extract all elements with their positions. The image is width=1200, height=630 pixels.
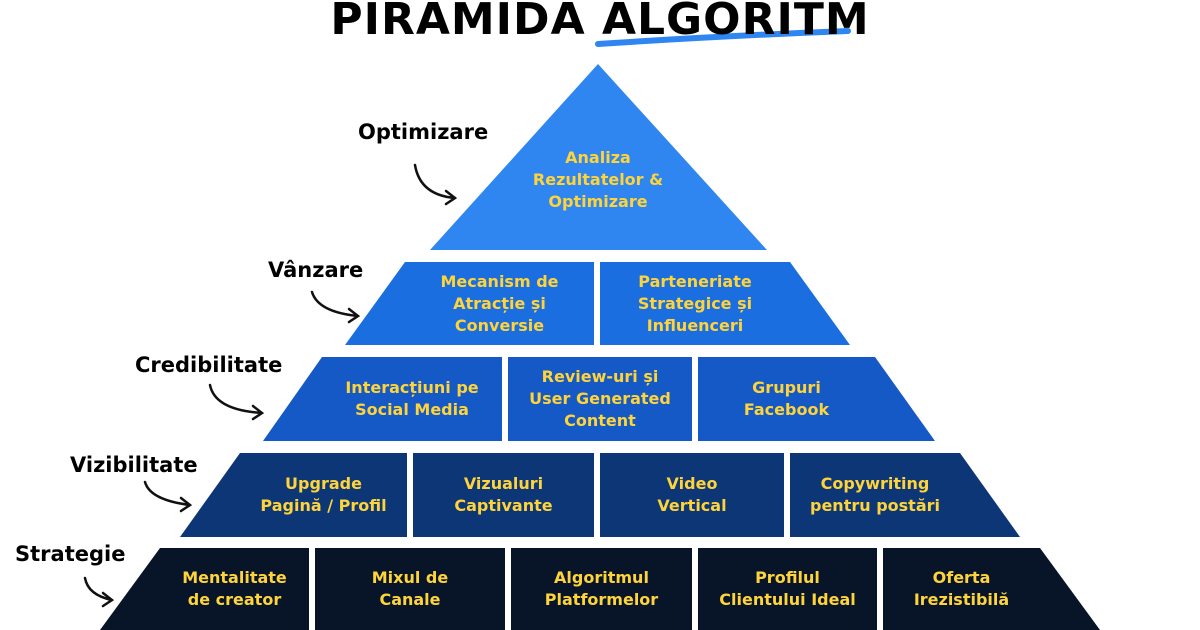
pyramid-cell-shape bbox=[883, 548, 1100, 630]
tier-label: Credibilitate bbox=[135, 353, 283, 377]
pyramid-cell-shape bbox=[600, 262, 850, 345]
pyramid-cell-text: Analiza Rezultatelor & Optimizare bbox=[532, 148, 664, 211]
pyramid-cell-text: Vizualuri Captivante bbox=[454, 474, 553, 515]
pyramid-cell-shape bbox=[508, 357, 692, 441]
pyramid-cell-shape bbox=[600, 453, 784, 537]
title-underline bbox=[595, 28, 851, 47]
tier-label: Strategie bbox=[15, 542, 126, 566]
title-part-2: ALGORITM bbox=[601, 0, 870, 45]
pyramid-cell-shape bbox=[315, 548, 505, 630]
pyramid-cell-shape bbox=[430, 64, 767, 250]
pyramid-cell-shape bbox=[180, 453, 407, 537]
pyramid-cell-shape bbox=[511, 548, 692, 630]
curved-arrow-icon bbox=[413, 163, 458, 206]
pyramid-cell-text: Upgrade Pagină / Profil bbox=[260, 474, 387, 515]
pyramid-cell-shape bbox=[345, 262, 594, 345]
tier-label: Optimizare bbox=[358, 120, 489, 144]
title-part-1: PIRAMIDA bbox=[330, 0, 586, 45]
pyramid-cell-text: Mecanism de Atracție și Conversie bbox=[440, 271, 559, 335]
curved-arrow-icon bbox=[310, 290, 361, 324]
pyramid-cell-text: Oferta Irezistibilă bbox=[913, 568, 1010, 609]
pyramid-cell-shape bbox=[413, 453, 594, 537]
pyramid-cell-shape bbox=[100, 548, 309, 630]
pyramid-cell-text: Algoritmul Platformelor bbox=[544, 568, 659, 609]
pyramid-cell-shape bbox=[698, 548, 877, 630]
pyramid-cell-text: Video Vertical bbox=[657, 474, 727, 515]
curved-arrow-icon bbox=[83, 576, 115, 608]
pyramid-cell-shape bbox=[263, 357, 502, 441]
pyramid-cell-text: Grupuri Facebook bbox=[743, 378, 830, 419]
tier-label: Vizibilitate bbox=[70, 453, 198, 477]
pyramid-cell-text: Profilul Clientului Ideal bbox=[719, 568, 856, 609]
curved-arrow-icon bbox=[208, 383, 265, 421]
pyramid-cell-shape bbox=[698, 357, 935, 441]
pyramid-cell-text: Review-uri și User Generated Content bbox=[529, 367, 671, 430]
pyramid-cell-text: Parteneriate Strategice și Influenceri bbox=[637, 271, 753, 335]
pyramid-cell-text: Copywriting pentru postări bbox=[810, 474, 940, 515]
pyramid-cell-shape bbox=[790, 453, 1020, 537]
page-title: PIRAMIDA ALGORITM bbox=[0, 0, 1200, 45]
pyramid-cell-text: Mixul de Canale bbox=[371, 568, 449, 609]
tier-label: Vânzare bbox=[268, 258, 364, 282]
pyramid-cell-text: Mentalitate de creator bbox=[182, 568, 287, 609]
pyramid-cell-text: Interacțiuni pe Social Media bbox=[345, 378, 479, 419]
curved-arrow-icon bbox=[143, 480, 193, 513]
